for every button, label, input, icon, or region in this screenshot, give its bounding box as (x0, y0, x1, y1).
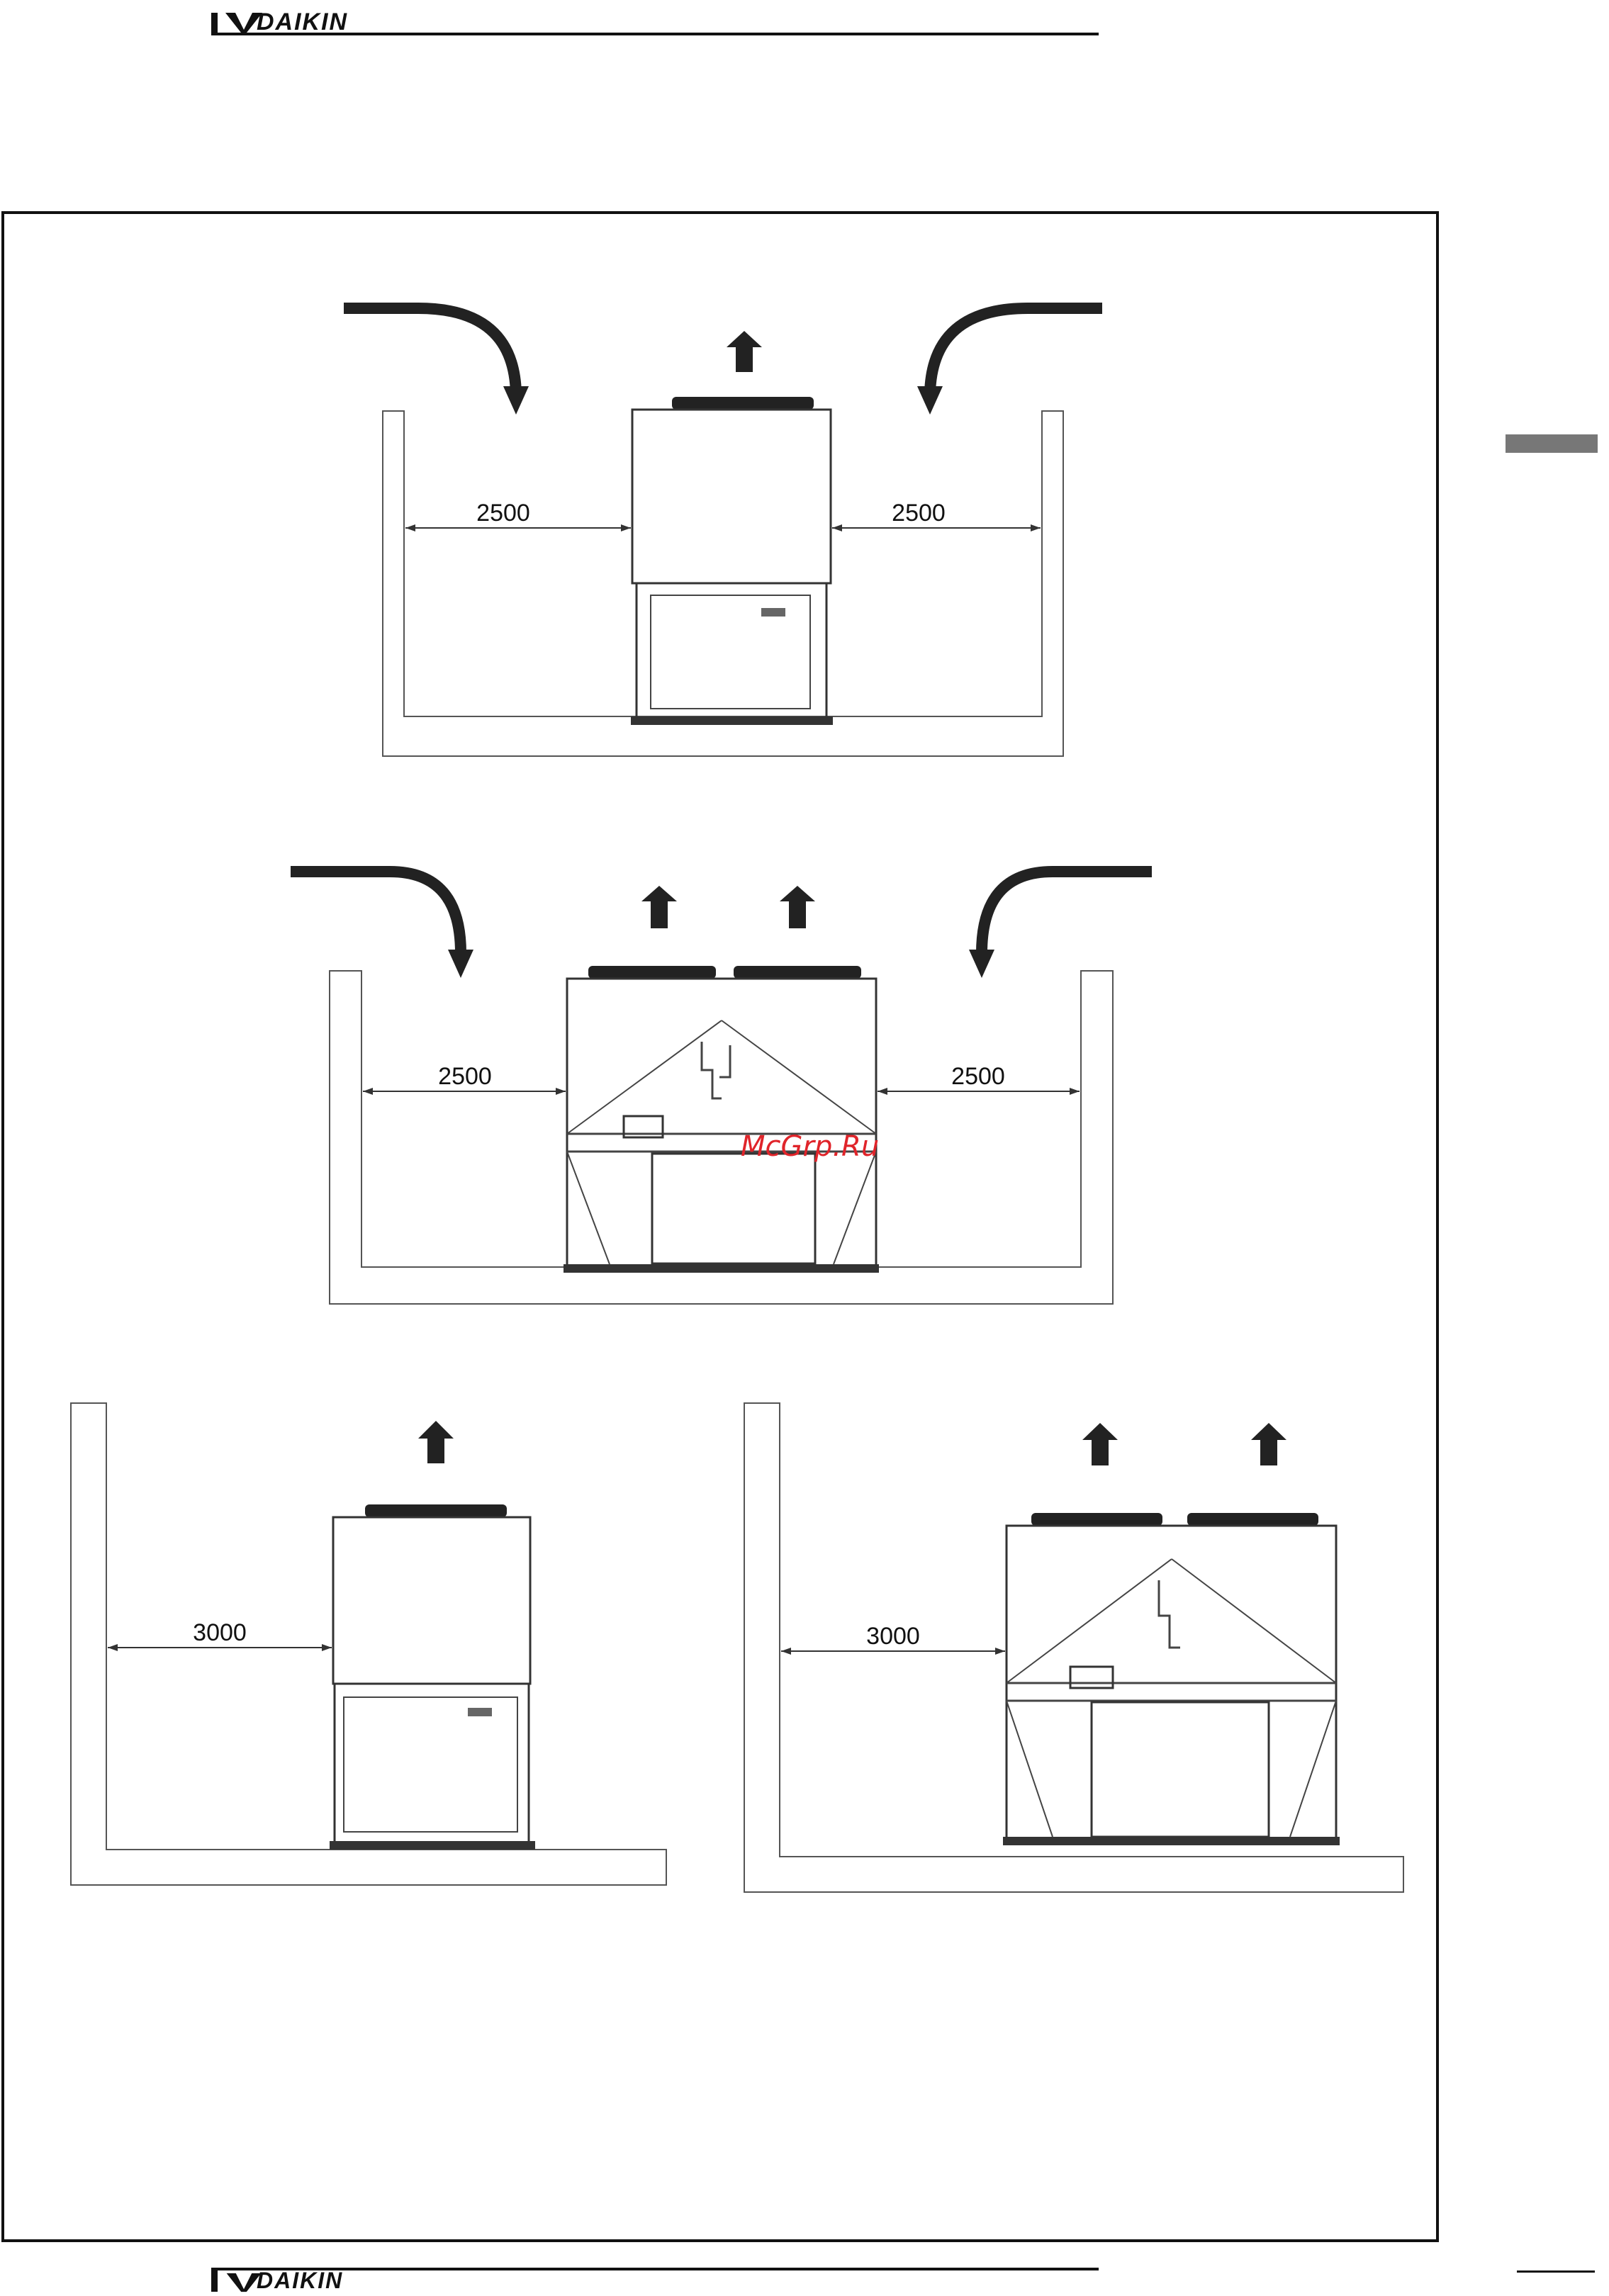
header-logo-bar (211, 13, 218, 34)
figure-pit-double: 2500 2500 (284, 857, 1170, 1311)
fan-right-icon (1187, 1513, 1318, 1526)
airflow-out-icon (727, 331, 762, 372)
wall-double-drawing: 3000 (741, 1396, 1411, 1899)
airflow-in-right-icon (969, 950, 994, 978)
footer-brand-text: DAIKIN (257, 2268, 343, 2294)
airflow-out-left-icon (1082, 1423, 1118, 1465)
airflow-out-left-icon (641, 886, 677, 928)
fan-left-icon (588, 966, 716, 979)
footer-logo-bar (211, 2270, 218, 2292)
airflow-out-right-icon (780, 886, 815, 928)
airflow-in-right-icon (917, 386, 943, 415)
pit-double-drawing: 2500 2500 (284, 857, 1170, 1311)
fan-left-icon (1031, 1513, 1162, 1526)
figure-pit-single: 2500 2500 (333, 280, 1113, 769)
page-number-rule (1517, 2270, 1595, 2273)
header-rule (211, 33, 1099, 35)
footer-rule (211, 2268, 1099, 2270)
airflow-out-icon (418, 1421, 454, 1463)
fan-icon (365, 1504, 507, 1517)
fan-right-icon (734, 966, 861, 979)
section-tab-marker (1506, 434, 1598, 453)
airflow-in-left-icon (448, 950, 473, 978)
wall-single-dimension: 3000 (193, 1619, 247, 1646)
fan-icon (672, 397, 814, 410)
pit-double-right-dimension: 2500 (951, 1063, 1005, 1090)
pit-single-drawing: 2500 2500 (333, 280, 1113, 769)
figure-wall-single: 3000 (64, 1396, 673, 1892)
airflow-out-right-icon (1251, 1423, 1286, 1465)
pit-single-left-dimension: 2500 (476, 500, 530, 527)
wall-double-dimension: 3000 (866, 1623, 920, 1650)
watermark-text: McGrp.Ru (741, 1130, 879, 1163)
pit-single-right-dimension: 2500 (892, 500, 946, 527)
figure-wall-double: 3000 (741, 1396, 1411, 1899)
airflow-in-left-icon (503, 386, 529, 415)
pit-double-left-dimension: 2500 (438, 1063, 492, 1090)
wall-single-drawing: 3000 (64, 1396, 673, 1892)
